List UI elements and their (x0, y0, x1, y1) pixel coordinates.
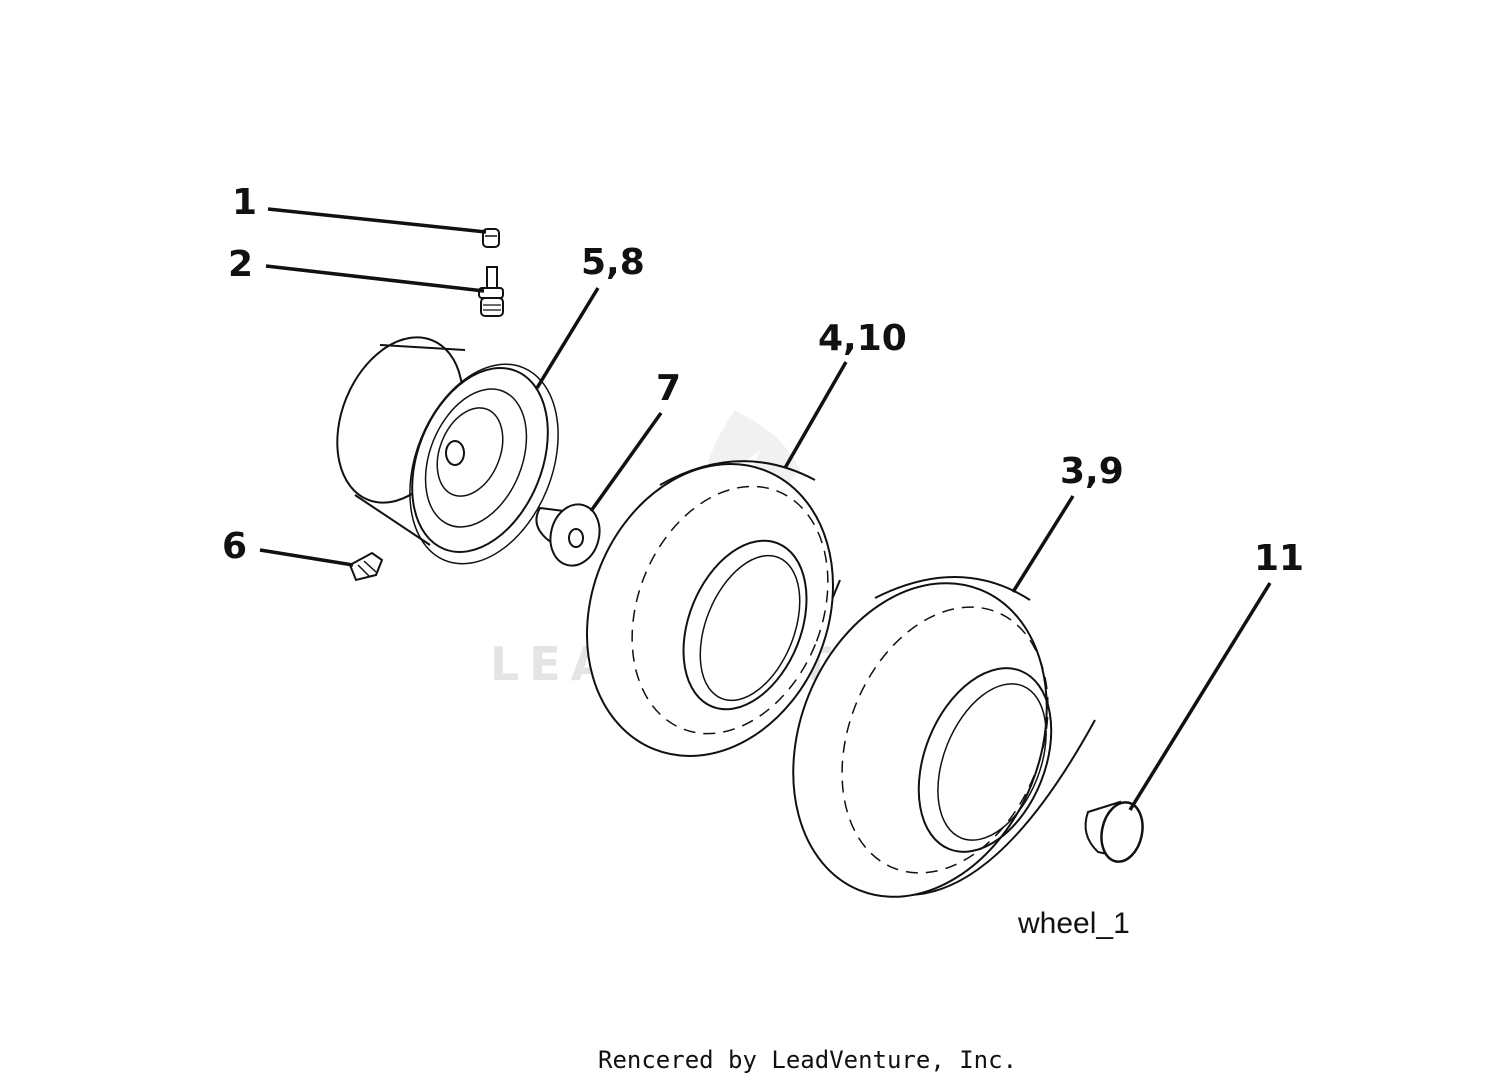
callout-1: 1 (232, 182, 257, 223)
part-tire-inner (586, 460, 841, 757)
part-hub-cap (1084, 800, 1144, 863)
callout-6: 6 (222, 526, 247, 567)
part-valve-cap (482, 228, 500, 248)
leader-line-11 (1128, 582, 1272, 811)
leader-line-6 (259, 548, 354, 567)
part-valve-stem (478, 266, 504, 317)
leader-line-3-9 (1011, 495, 1075, 593)
leader-line-4-10 (783, 361, 848, 469)
part-bushing (535, 503, 601, 567)
footer-credit: Rencered by LeadVenture, Inc. (598, 1046, 1017, 1074)
part-grease-fitting (348, 551, 384, 582)
callout-4-10: 4,10 (818, 318, 907, 359)
callout-11: 11 (1254, 538, 1304, 579)
callout-7: 7 (656, 368, 681, 409)
callout-3-9: 3,9 (1060, 451, 1124, 492)
leader-line-2 (265, 264, 485, 293)
part-tire-outer (792, 576, 1096, 898)
leader-line-7 (589, 411, 663, 513)
callout-2: 2 (228, 244, 253, 285)
diagram-label: wheel_1 (1017, 907, 1130, 940)
part-rim (336, 336, 559, 565)
leader-line-5-8 (535, 287, 600, 389)
leader-line-1 (267, 207, 487, 234)
callout-5-8: 5,8 (581, 242, 645, 283)
